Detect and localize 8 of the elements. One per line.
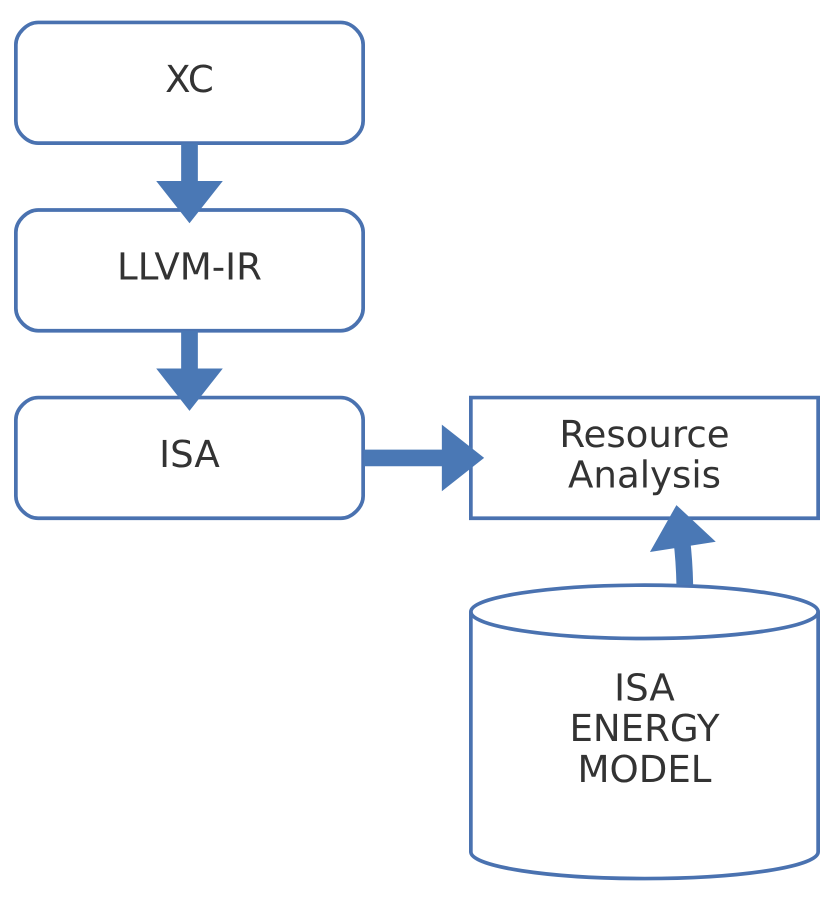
node-box: XC xyxy=(14,20,365,144)
arrow xyxy=(364,424,484,491)
node-box: ISA xyxy=(14,395,365,520)
arrow xyxy=(650,504,716,585)
arrow xyxy=(156,330,223,410)
arrow xyxy=(156,142,223,223)
node-box: LLVM-IR xyxy=(14,208,365,332)
node-box: Resource Analysis xyxy=(469,395,820,520)
